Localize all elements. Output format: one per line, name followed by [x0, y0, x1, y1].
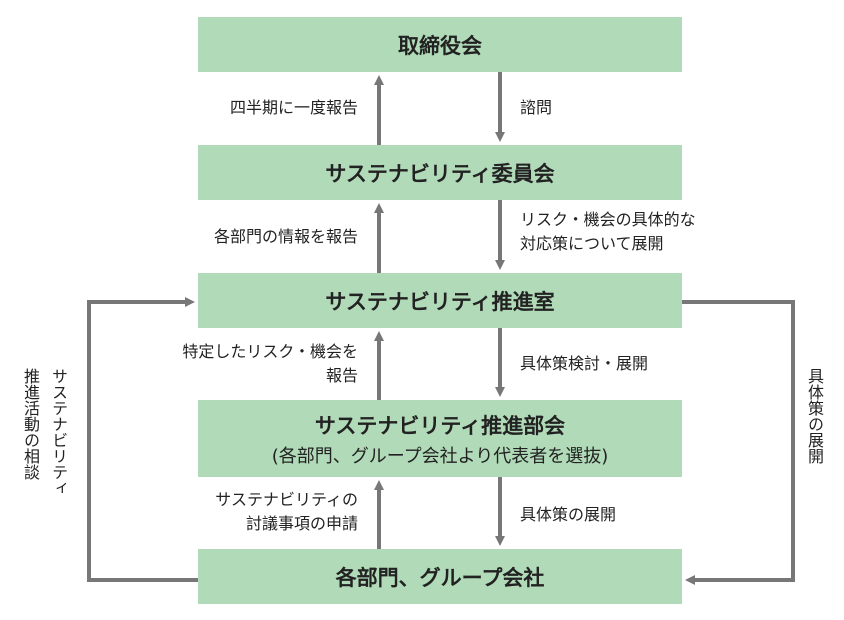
office-label: サステナビリティ推進室 — [325, 289, 555, 314]
left-loop-label-2: 推進活動の相談 — [21, 368, 40, 480]
departments-label: 各部門、グループ会社 — [335, 565, 545, 590]
measures-deploy-label: 具体策の展開 — [520, 505, 617, 524]
measures-review-label: 具体策検討・展開 — [520, 354, 649, 373]
identified-risk-label-2: 報告 — [325, 366, 358, 385]
committee-label: サステナビリティ委員会 — [325, 161, 555, 186]
left-loop-arrow — [87, 297, 198, 582]
board-box: 取締役会 — [198, 17, 682, 72]
agenda-request-label-2: 討議事項の申請 — [245, 514, 358, 533]
risk-measures-label-1: リスク・機会の具体的な — [520, 210, 696, 229]
right-loop-label: 具体策の展開 — [805, 368, 824, 464]
board-label: 取締役会 — [398, 33, 482, 58]
right-loop-arrow — [682, 300, 795, 585]
subcommittee-box: サステナビリティ推進部会 (各部門、グループ会社より代表者を選抜) — [198, 400, 682, 477]
identified-risk-label-1: 特定したリスク・機会を — [182, 342, 358, 361]
committee-box: サステナビリティ委員会 — [198, 145, 682, 200]
quarterly-report-label: 四半期に一度報告 — [229, 98, 358, 117]
left-loop-label-1: サステナビリティ — [49, 368, 68, 496]
agenda-request-label-1: サステナビリティの — [215, 490, 358, 509]
office-box: サステナビリティ推進室 — [198, 273, 682, 328]
risk-measures-label-2: 対応策について展開 — [520, 234, 664, 253]
subcommittee-note: (各部門、グループ会社より代表者を選抜) — [271, 445, 609, 467]
departments-box: 各部門、グループ会社 — [198, 549, 682, 604]
dept-info-report-label: 各部門の情報を報告 — [213, 227, 358, 246]
consult-label: 諮問 — [520, 98, 553, 117]
subcommittee-label: サステナビリティ推進部会 — [314, 413, 566, 438]
